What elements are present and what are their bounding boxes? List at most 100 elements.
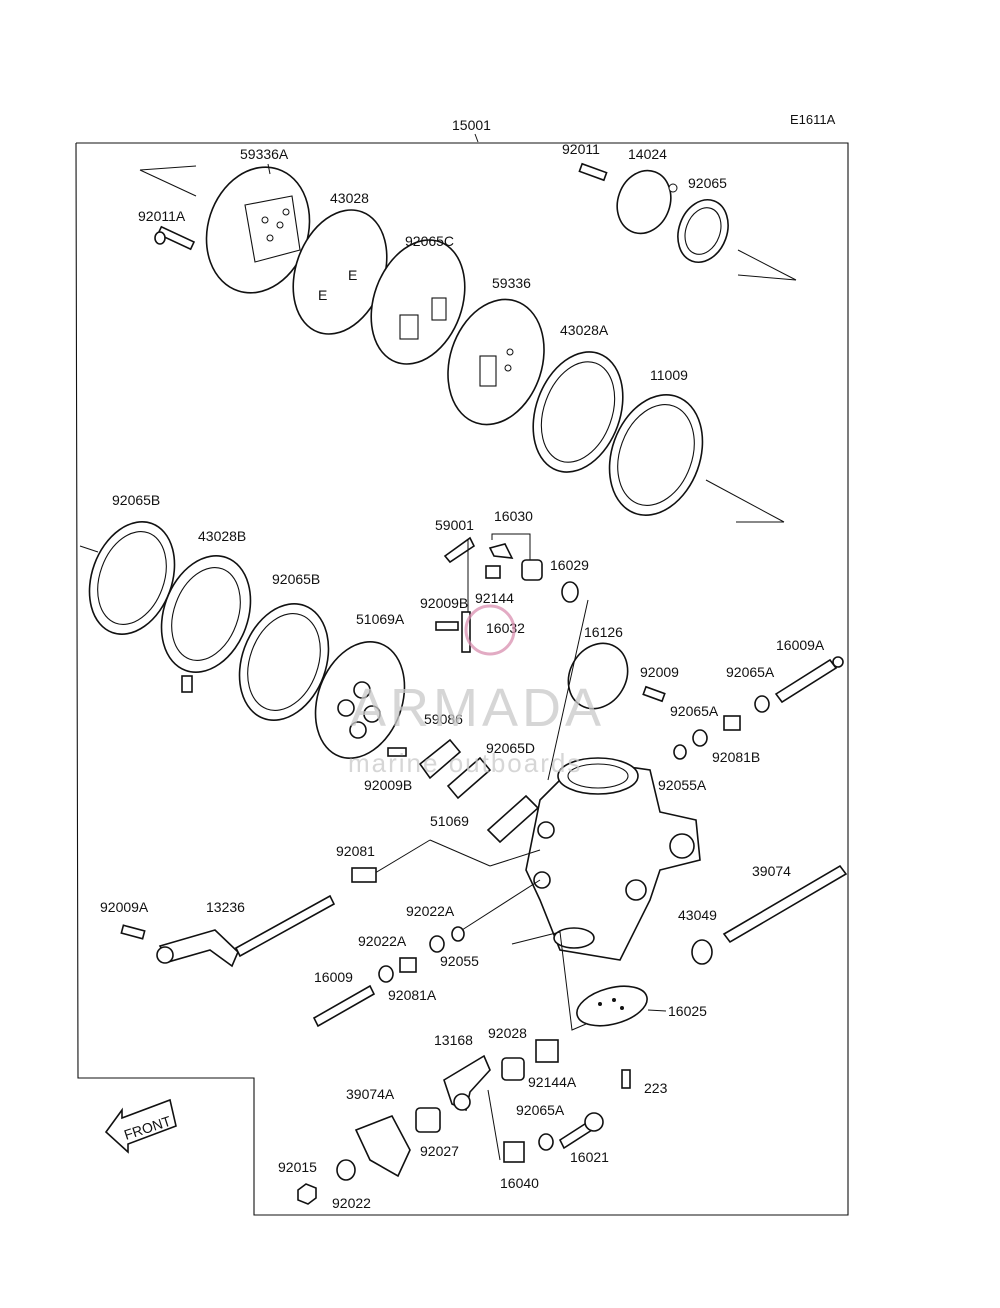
label-92144A: 92144A xyxy=(528,1074,577,1090)
label-13236: 13236 xyxy=(206,899,245,915)
label-92055: 92055 xyxy=(440,953,479,969)
label-16009A: 16009A xyxy=(776,637,825,653)
part-92028-bushing xyxy=(501,1057,525,1081)
label-92011A: 92011A xyxy=(138,208,186,224)
label-223: 223 xyxy=(644,1080,668,1096)
label-39074: 39074 xyxy=(752,863,791,879)
part-92065C-gasket xyxy=(370,239,466,365)
figure-code: E1611A xyxy=(790,112,836,127)
part-92081B-spring xyxy=(723,715,741,731)
part-43028A-diaphragm xyxy=(532,351,624,473)
label-92011: 92011 xyxy=(562,141,600,157)
label-59001: 59001 xyxy=(435,517,474,533)
part-39074A-cam xyxy=(354,1114,411,1178)
svg-text:E: E xyxy=(318,287,327,303)
part-59001-clip xyxy=(443,536,476,564)
part-16021-screw xyxy=(558,1112,604,1150)
part-92144A-spring xyxy=(535,1039,559,1063)
part-14024-cap xyxy=(616,169,678,235)
label-43028B: 43028B xyxy=(198,528,246,544)
label-59336: 59336 xyxy=(492,275,531,291)
label-92065A-1: 92065A xyxy=(726,664,775,680)
label-39074A: 39074A xyxy=(346,1086,395,1102)
part-92022-washer xyxy=(336,1159,356,1181)
part-92065D-gasket xyxy=(486,794,540,844)
label-16009: 16009 xyxy=(314,969,353,985)
label-43049: 43049 xyxy=(678,907,717,923)
label-92009A: 92009A xyxy=(100,899,149,915)
assembly-leader xyxy=(474,133,479,143)
label-92027: 92027 xyxy=(420,1143,459,1159)
part-92009B-screw-upper xyxy=(435,621,459,631)
label-92065A-3: 92065A xyxy=(516,1102,565,1118)
perspective-guides xyxy=(79,165,797,553)
label-11009: 11009 xyxy=(650,367,688,383)
part-13236-lever xyxy=(156,894,336,968)
label-92009B-lower: 92009B xyxy=(364,777,412,793)
part-16009A-screw xyxy=(774,656,844,704)
label-59336A: 59336A xyxy=(240,146,289,162)
part-16025-plate xyxy=(576,985,648,1027)
part-92022A-washer-upper xyxy=(429,935,445,953)
assembly-boundary xyxy=(75,142,849,1216)
part-16009-screw xyxy=(312,984,376,1028)
part-16040-spring xyxy=(503,1141,525,1163)
label-14024: 14024 xyxy=(628,146,667,162)
part-92022A-washer-lower xyxy=(378,965,394,983)
label-92022: 92022 xyxy=(332,1195,371,1211)
label-92009: 92009 xyxy=(640,664,679,680)
part-92065A-washer-1 xyxy=(754,695,770,713)
part-92065-washer xyxy=(677,199,729,263)
part-92009-screw xyxy=(642,685,666,703)
part-13168-lever xyxy=(443,1054,491,1112)
label-43028: 43028 xyxy=(330,190,369,206)
part-16029-washer xyxy=(561,581,579,603)
front-arrow-icon xyxy=(104,1098,177,1154)
part-92009A-screw xyxy=(120,924,146,940)
part-59336-plate xyxy=(447,298,545,426)
label-92055A: 92055A xyxy=(658,777,707,793)
front-direction-arrow: FRONT xyxy=(104,1098,177,1154)
part-92027-bushing xyxy=(415,1107,441,1133)
label-92081B: 92081B xyxy=(712,749,760,765)
label-13168: 13168 xyxy=(434,1032,473,1048)
part-92065A-washer-3 xyxy=(538,1133,554,1151)
label-92022A-upper: 92022A xyxy=(406,903,455,919)
label-92144: 92144 xyxy=(475,590,514,606)
label-92081: 92081 xyxy=(336,843,375,859)
label-16025: 16025 xyxy=(668,1003,707,1019)
part-92065A-washer-2 xyxy=(692,729,708,747)
label-92009B-upper: 92009B xyxy=(420,595,468,611)
label-16040: 16040 xyxy=(500,1175,539,1191)
label-92065A-2: 92065A xyxy=(670,703,719,719)
label-16030: 16030 xyxy=(494,508,533,524)
part-92009B-screw-lower xyxy=(387,747,407,757)
part-92081-spring xyxy=(351,867,377,883)
label-92015: 92015 xyxy=(278,1159,317,1175)
part-51069A-plate xyxy=(314,641,406,759)
part-92055A-oring xyxy=(673,744,687,760)
part-16030-needle-valve xyxy=(485,543,543,581)
part-92065B-gasket-left xyxy=(88,521,176,635)
label-43028A: 43028A xyxy=(560,322,609,338)
svg-text:E: E xyxy=(348,267,357,283)
label-92065C: 92065C xyxy=(405,233,454,249)
part-92011-screw xyxy=(578,162,608,182)
label-16032: 16032 xyxy=(486,620,525,636)
label-92065D: 92065D xyxy=(486,740,535,756)
label-92065: 92065 xyxy=(688,175,727,191)
label-59086: 59086 xyxy=(424,711,463,727)
label-92081A: 92081A xyxy=(388,987,437,1003)
part-59086-plate xyxy=(418,738,462,780)
label-92065B-left: 92065B xyxy=(112,492,160,508)
part-92015-nut xyxy=(297,1183,317,1205)
label-92065B-right: 92065B xyxy=(272,571,320,587)
carburetor-body xyxy=(525,757,701,961)
part-92011A-screw xyxy=(154,225,196,251)
label-16021: 16021 xyxy=(570,1149,609,1165)
label-51069A: 51069A xyxy=(356,611,405,627)
part-223-screw xyxy=(621,1069,631,1089)
part-11009-gasket xyxy=(608,394,704,516)
